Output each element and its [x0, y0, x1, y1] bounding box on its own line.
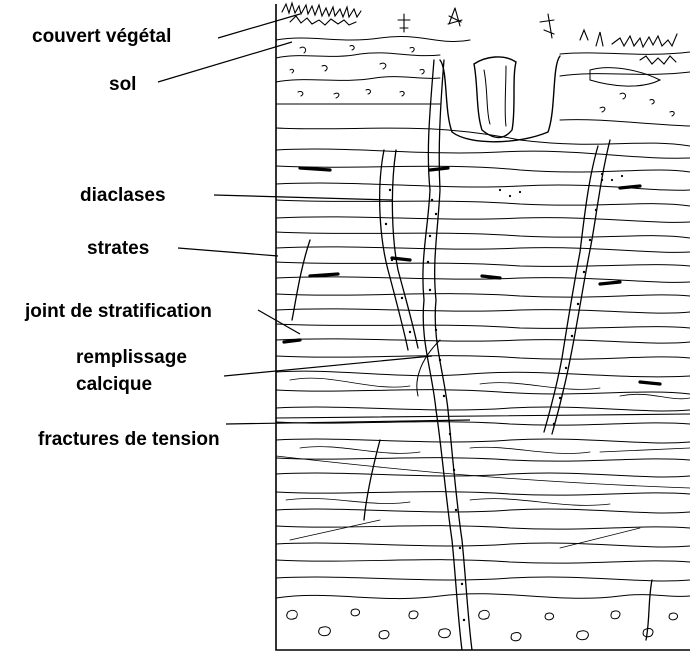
leader-sol: [157, 41, 293, 83]
cross-bedding: [275, 377, 690, 549]
label-fractures-tension: fractures de tension: [38, 429, 220, 450]
leader-joint: [257, 309, 301, 335]
leader-lines: [157, 13, 471, 425]
label-strates: strates: [87, 238, 150, 259]
base-rubble: [275, 593, 690, 642]
leader-couvert: [217, 13, 301, 39]
soil-layer: [275, 35, 690, 127]
drawing-frame: [275, 4, 690, 651]
label-diaclases: diaclases: [80, 185, 166, 206]
vegetation-cover: [281, 1, 678, 65]
label-joint-stratification: joint de stratification: [25, 301, 212, 322]
label-calcique: calcique: [76, 374, 153, 395]
leader-diaclases: [213, 194, 393, 201]
leader-fractures: [225, 419, 471, 425]
joint-marks: [282, 166, 662, 386]
label-remplissage: remplissage: [76, 347, 187, 368]
diaclase-fractures: [291, 59, 653, 651]
label-sol: sol: [109, 74, 137, 95]
strata-lines: [275, 127, 690, 582]
leader-strates: [177, 247, 279, 257]
calcite-filling: [384, 172, 624, 622]
leader-remplissage: [223, 355, 433, 377]
soil-pocket: [439, 55, 561, 143]
label-couvert-vegetal: couvert végétal: [32, 26, 172, 47]
